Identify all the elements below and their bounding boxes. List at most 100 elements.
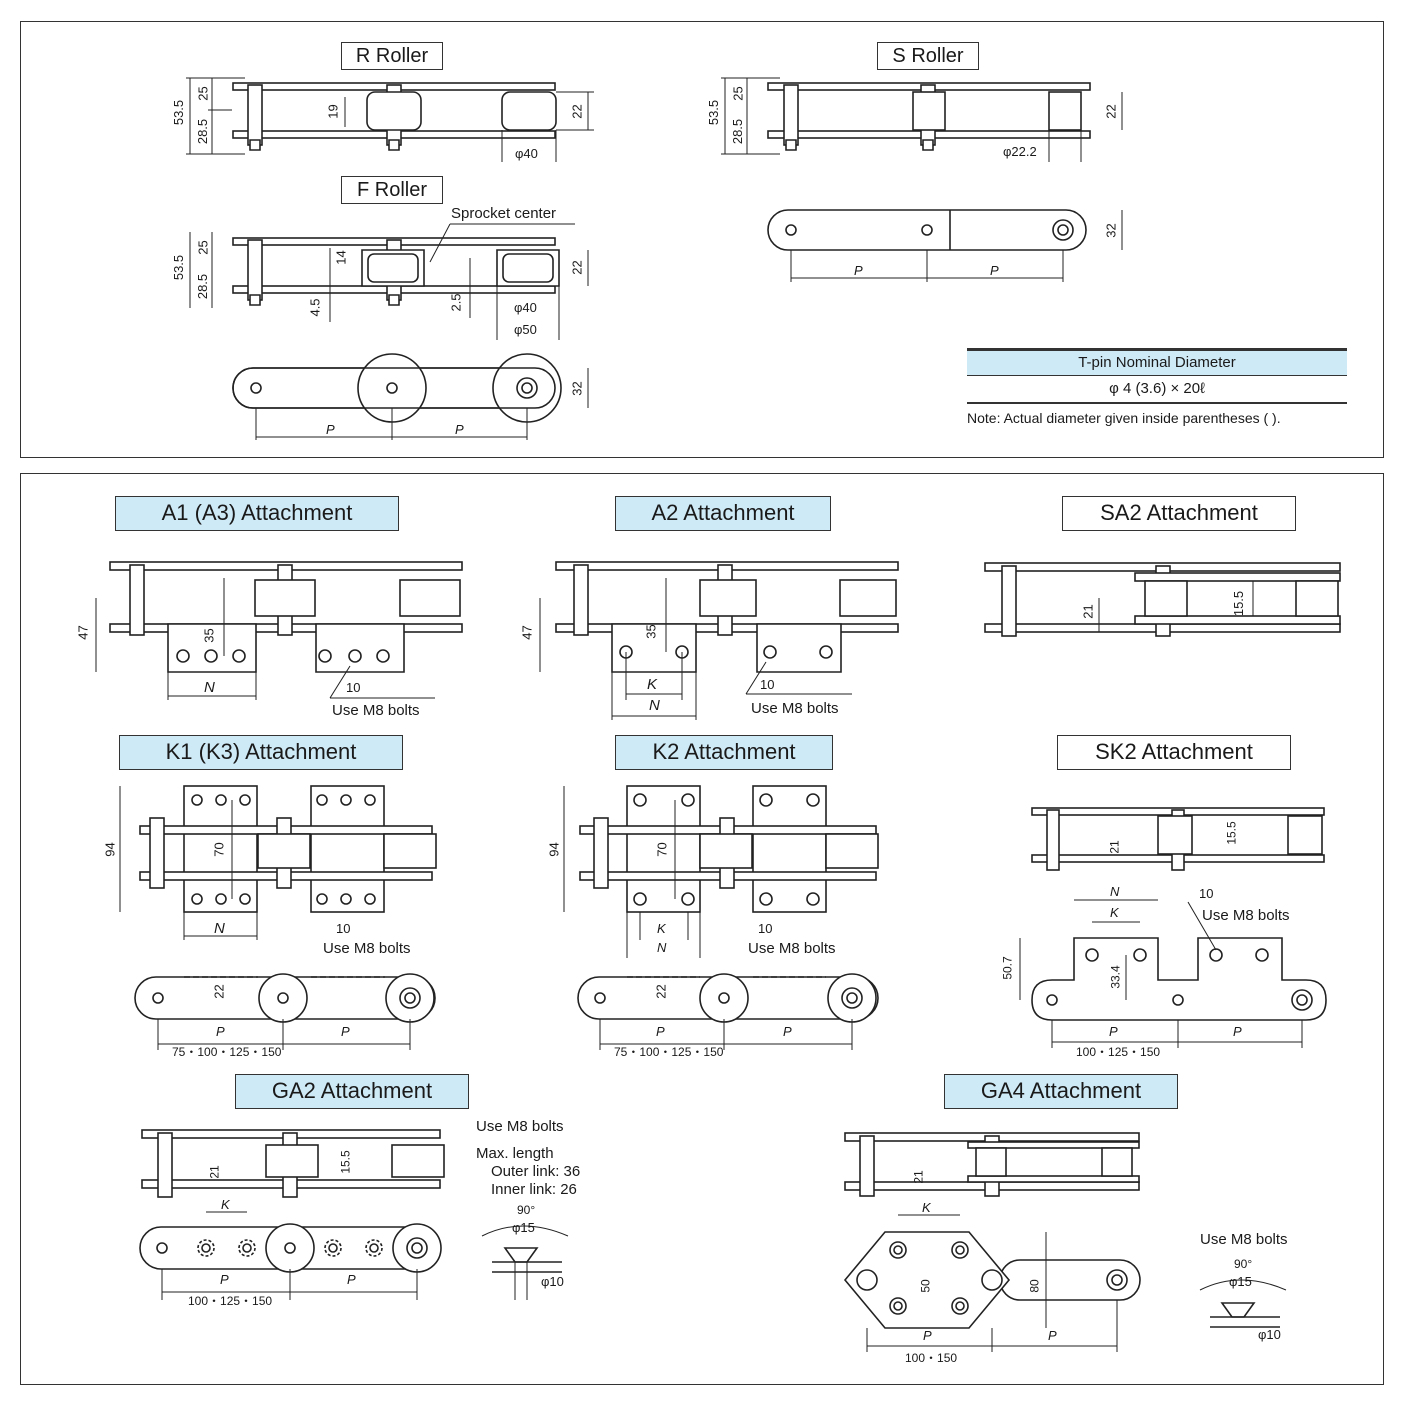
a2-v: 35 <box>643 624 659 639</box>
a1-v: 35 <box>201 628 217 643</box>
f-upper-dim: 25 <box>195 240 211 255</box>
sk2-plan-h: 50.7 <box>1000 956 1015 980</box>
f-pitch-2: P <box>455 422 464 437</box>
k1-drawing <box>119 785 437 1050</box>
sk2-pitch-range: 100・125・150 <box>1076 1045 1161 1059</box>
ga2-pitch-1: P <box>220 1272 229 1287</box>
s-total-dim: 53.5 <box>706 99 722 126</box>
f-offset-a: 4.5 <box>307 298 323 317</box>
a1-drawing <box>95 561 463 700</box>
r-inner-dim: 19 <box>325 104 341 119</box>
sk2-k: K <box>1110 905 1119 920</box>
ga2-title: GA2 Attachment <box>235 1074 469 1109</box>
sa2-v: 15.5 <box>1231 590 1247 617</box>
k1-v: 70 <box>211 842 227 857</box>
k2-height: 94 <box>546 842 562 857</box>
tpin-table: T-pin Nominal Diameter φ 4 (3.6) × 20ℓ <box>967 348 1347 404</box>
r-lower-dim: 28.5 <box>195 118 211 145</box>
ga2-bolts: Use M8 bolts <box>476 1118 564 1135</box>
s-pitch-2: P <box>990 263 999 278</box>
r-width-dim: 22 <box>569 104 585 119</box>
sk2-title: SK2 Attachment <box>1057 735 1291 770</box>
sk2-hole: 10 <box>1199 886 1214 901</box>
s-width-dim: 22 <box>1103 104 1119 119</box>
f-sprocket-label: Sprocket center <box>451 205 557 222</box>
ga4-h: 21 <box>911 1170 926 1184</box>
ga4-plan-h: 80 <box>1027 1279 1042 1293</box>
ga4-c-dia: φ15 <box>1229 1274 1252 1289</box>
s-lower-dim: 28.5 <box>730 118 746 145</box>
k2-bolts: Use M8 bolts <box>748 940 836 957</box>
tpin-header: T-pin Nominal Diameter <box>967 348 1347 376</box>
k2-pitch-2: P <box>783 1024 792 1039</box>
k1-n: N <box>214 920 225 937</box>
ga4-pitch-range: 100・150 <box>905 1351 958 1365</box>
a2-title: A2 Attachment <box>615 496 831 531</box>
f-lower-dim: 28.5 <box>195 273 211 300</box>
a1-bolts: Use M8 bolts <box>332 702 420 719</box>
s-pitch-1: P <box>854 263 863 278</box>
a2-bolts: Use M8 bolts <box>751 700 839 717</box>
sk2-pitch-2: P <box>1233 1024 1242 1039</box>
s-roller-drawing <box>721 77 1123 282</box>
ga2-drawing <box>139 1129 569 1300</box>
ga2-inner: Inner link: 26 <box>491 1181 577 1198</box>
s-dia-dim: φ22.2 <box>1003 144 1037 159</box>
a2-drawing <box>539 561 899 720</box>
k1-hole: 10 <box>336 921 351 936</box>
tpin-value: φ 4 (3.6) × 20ℓ <box>967 376 1347 404</box>
tpin-note: Note: Actual diameter given inside paren… <box>967 410 1281 426</box>
f-plan-height: 32 <box>569 381 585 396</box>
f-width-dim: 22 <box>569 260 585 275</box>
ga2-h: 21 <box>207 1165 222 1179</box>
f-roller-drawing <box>189 223 589 440</box>
sk2-pitch-1: P <box>1109 1024 1118 1039</box>
k2-drawing <box>563 785 879 1050</box>
s-upper-dim: 25 <box>730 86 746 101</box>
k2-n: N <box>657 940 667 955</box>
a2-n: N <box>649 697 660 714</box>
ga4-pitch-1: P <box>923 1328 932 1343</box>
ga2-c-dia: φ15 <box>512 1220 535 1235</box>
ga4-k: K <box>922 1200 931 1215</box>
ga4-pitch-2: P <box>1048 1328 1057 1343</box>
sa2-title: SA2 Attachment <box>1062 496 1296 531</box>
s-roller-title: S Roller <box>877 42 979 70</box>
k2-hole: 10 <box>758 921 773 936</box>
k2-v: 70 <box>654 842 670 857</box>
ga4-bolts: Use M8 bolts <box>1200 1231 1288 1248</box>
k2-pitch-1: P <box>656 1024 665 1039</box>
ga2-h-dia: φ10 <box>541 1274 564 1289</box>
ga2-v: 15.5 <box>338 1150 353 1174</box>
a2-hole: 10 <box>760 677 775 692</box>
k1-pitch-range: 75・100・125・150 <box>172 1045 282 1059</box>
r-total-dim: 53.5 <box>171 99 187 126</box>
a1-n: N <box>204 679 215 696</box>
sa2-h: 21 <box>1080 604 1096 619</box>
ga2-max-length: Max. length <box>476 1145 554 1162</box>
a1-title: A1 (A3) Attachment <box>115 496 399 531</box>
k2-pitch-range: 75・100・125・150 <box>614 1045 724 1059</box>
sk2-plan-v: 33.4 <box>1108 965 1123 989</box>
sa2-drawing <box>984 562 1341 637</box>
ga2-pitch-range: 100・125・150 <box>188 1294 273 1308</box>
f-dia-in: φ40 <box>514 300 537 315</box>
sk2-h: 21 <box>1107 840 1122 854</box>
k1-bolts: Use M8 bolts <box>323 940 411 957</box>
k1-height: 94 <box>102 842 118 857</box>
f-flange-dim: 14 <box>333 250 349 265</box>
a1-hole: 10 <box>346 680 361 695</box>
k1-pitch-1: P <box>216 1024 225 1039</box>
k2-title: K2 Attachment <box>615 735 833 770</box>
r-dia-dim: φ40 <box>515 146 538 161</box>
f-roller-title: F Roller <box>341 176 443 204</box>
k2-plan-h: 22 <box>653 984 669 999</box>
sk2-bolts: Use M8 bolts <box>1202 907 1290 924</box>
ga4-angle: 90° <box>1234 1257 1253 1271</box>
r-roller-drawing <box>186 77 594 162</box>
ga4-title: GA4 Attachment <box>944 1074 1178 1109</box>
ga4-v: 50 <box>918 1279 933 1293</box>
sk2-drawing <box>1019 807 1327 1048</box>
a1-height: 47 <box>75 625 91 640</box>
f-total-dim: 53.5 <box>171 254 187 281</box>
